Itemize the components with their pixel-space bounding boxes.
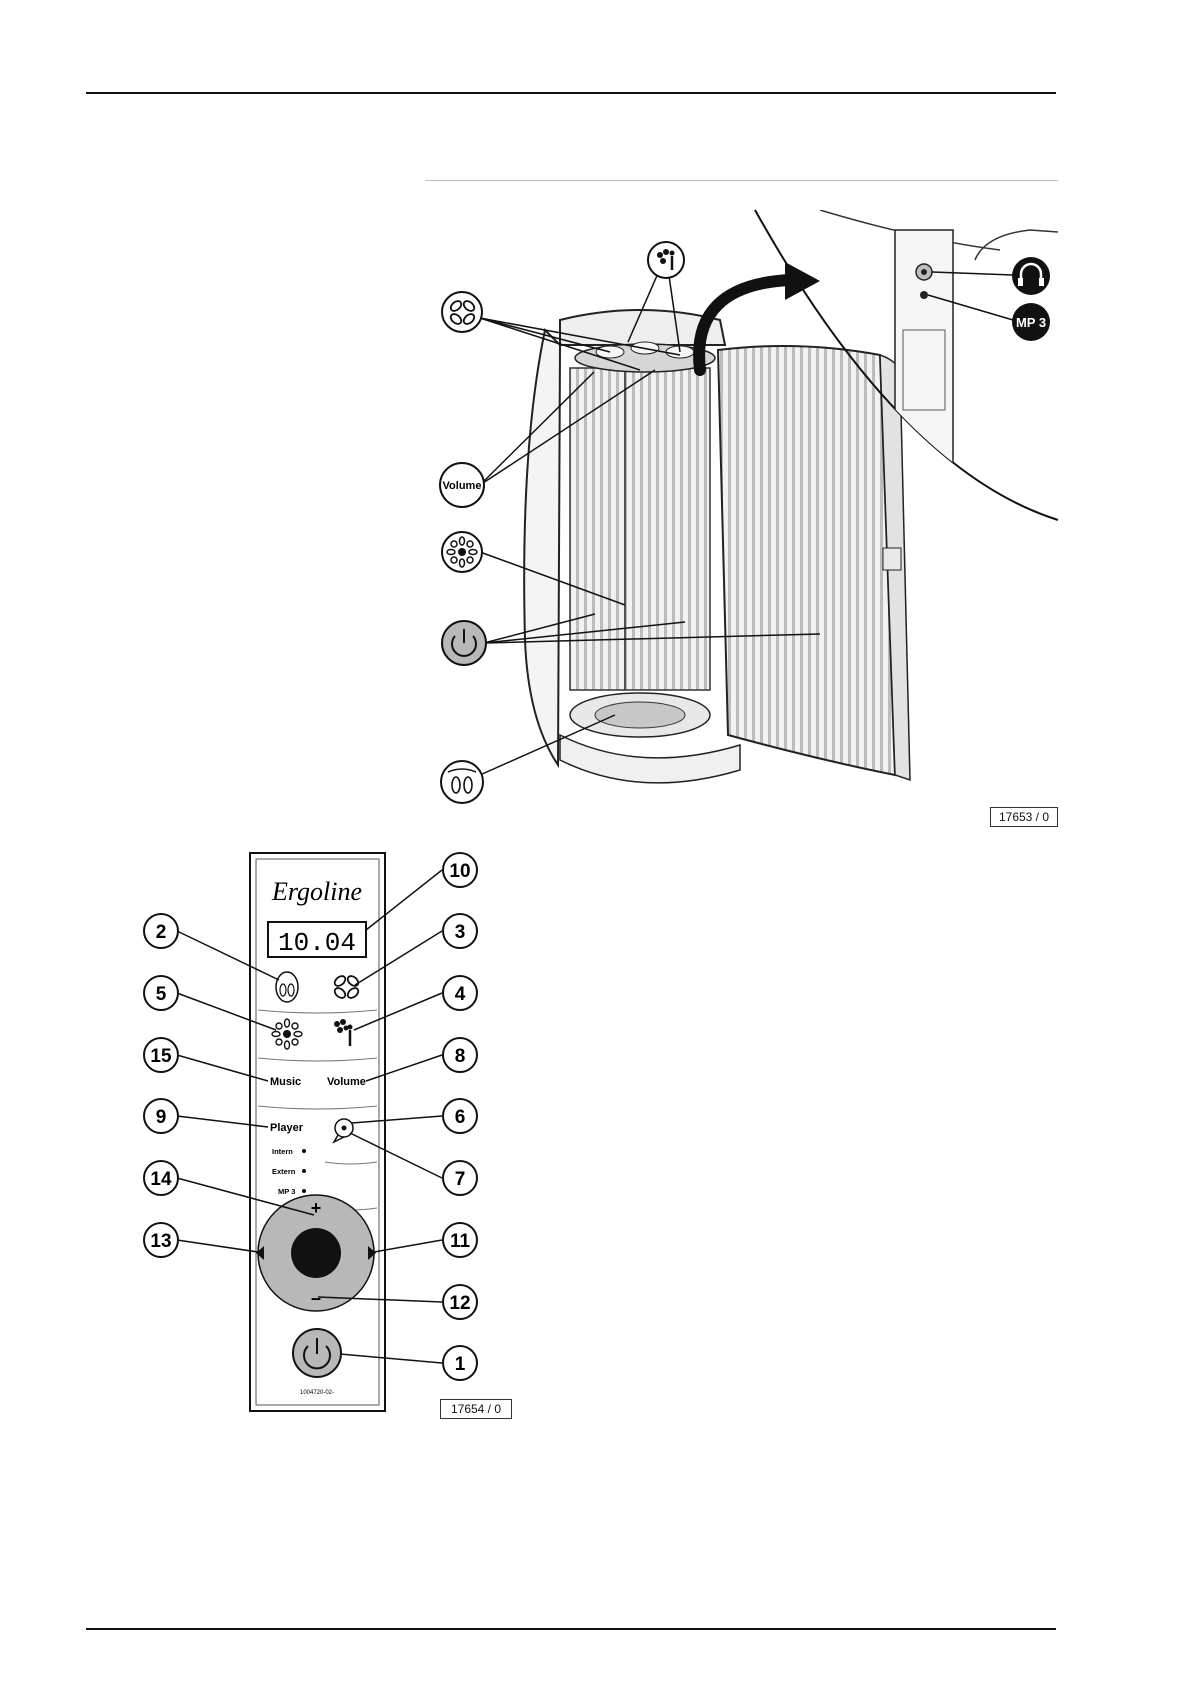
- intern-led: [302, 1149, 306, 1153]
- svg-text:14: 14: [150, 1169, 172, 1190]
- headphones-icon: [1012, 257, 1050, 295]
- svg-text:8: 8: [455, 1046, 466, 1067]
- mp3-badge: MP 3: [1012, 303, 1050, 341]
- extern-led: [302, 1169, 306, 1173]
- center-button[interactable]: [291, 1228, 341, 1278]
- callout-12: 12: [443, 1285, 477, 1319]
- callout-13: 13: [144, 1223, 178, 1257]
- control-panel: Ergoline 10.04: [250, 853, 385, 1411]
- svg-text:11: 11: [450, 1231, 471, 1252]
- mp3-led: [302, 1189, 306, 1193]
- svg-text:3: 3: [455, 922, 466, 943]
- callout-2: 2: [144, 914, 178, 948]
- svg-text:12: 12: [449, 1293, 470, 1314]
- time-display-value: 10.04: [278, 928, 356, 958]
- part-number: 1004720-02-: [300, 1390, 334, 1396]
- svg-text:5: 5: [156, 984, 167, 1005]
- callout-8: 8: [443, 1038, 477, 1072]
- aroma-icon: [648, 242, 684, 278]
- svg-text:4: 4: [455, 984, 466, 1005]
- player-button[interactable]: Player: [270, 1122, 304, 1134]
- callout-11: 11: [443, 1223, 477, 1257]
- music-button[interactable]: Music: [270, 1076, 301, 1088]
- intern-label: Intern: [272, 1147, 293, 1156]
- sun-icon: [442, 532, 482, 572]
- callout-5: 5: [144, 976, 178, 1010]
- svg-text:15: 15: [150, 1046, 172, 1067]
- brand-logo: Ergoline: [271, 877, 362, 906]
- callout-1: 1: [443, 1346, 477, 1380]
- figure-1-code: 17653 / 0: [990, 807, 1058, 827]
- callout-14: 14: [144, 1161, 178, 1195]
- power-icon: [442, 621, 486, 665]
- svg-text:1: 1: [455, 1354, 466, 1375]
- volume-badge: Volume: [440, 463, 484, 507]
- volume-button[interactable]: Volume: [327, 1076, 366, 1088]
- svg-text:10: 10: [449, 861, 470, 882]
- mp3-label: MP 3: [278, 1187, 295, 1196]
- callout-7: 7: [443, 1161, 477, 1195]
- volume-badge-label: Volume: [443, 480, 482, 492]
- svg-text:7: 7: [455, 1169, 466, 1190]
- svg-text:2: 2: [156, 922, 167, 943]
- svg-text:9: 9: [156, 1107, 167, 1128]
- extern-label: Extern: [272, 1167, 296, 1176]
- callout-6: 6: [443, 1099, 477, 1133]
- mp3-badge-label: MP 3: [1016, 315, 1046, 330]
- callout-4: 4: [443, 976, 477, 1010]
- svg-text:6: 6: [455, 1107, 466, 1128]
- fan-icon: [442, 292, 482, 332]
- callout-9: 9: [144, 1099, 178, 1133]
- callout-15: 15: [144, 1038, 178, 1072]
- svg-text:13: 13: [150, 1231, 171, 1252]
- booth-illustration: [524, 262, 910, 783]
- callout-3: 3: [443, 914, 477, 948]
- minus-button[interactable]: –: [311, 1288, 321, 1308]
- callout-10: 10: [443, 853, 477, 887]
- figure-2-code: 17654 / 0: [440, 1399, 512, 1419]
- power-button[interactable]: [293, 1329, 341, 1377]
- foot-icon: [441, 761, 483, 803]
